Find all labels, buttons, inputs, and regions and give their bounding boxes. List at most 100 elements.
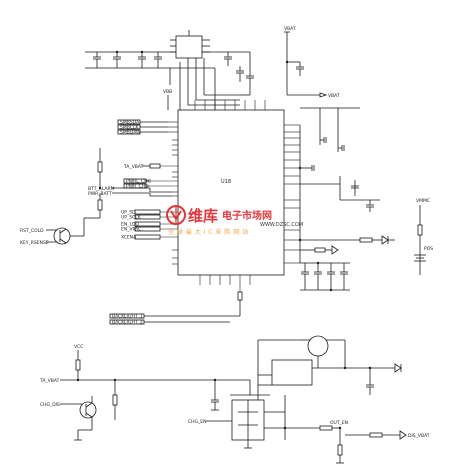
capacitor — [113, 52, 121, 68]
backlight-1-label: BACKLIGHT_1 — [112, 314, 143, 320]
resistor — [314, 247, 326, 253]
ta-vbat-label: TA_VBAT — [123, 164, 144, 170]
capacitor — [366, 384, 374, 395]
top-capacitor-cluster — [85, 30, 254, 110]
vbb-supply: VBB — [163, 89, 172, 110]
smbdata-label: SMBSDA — [120, 120, 140, 126]
resistor — [97, 199, 103, 211]
capacitor — [320, 137, 327, 143]
main-ic-box — [177, 109, 285, 276]
capacitor — [338, 145, 345, 151]
bottom-charger: CHG_EN — [188, 395, 286, 449]
backlight-2-label: BACKLIGHT_2 — [112, 320, 143, 326]
resistor — [337, 444, 343, 456]
net-flag — [134, 214, 161, 220]
watermark-url: WWW.DZSC.COM — [260, 222, 303, 228]
regulator-ic-top — [175, 35, 203, 59]
batt-alarm-label: BTT_ALARM — [88, 186, 115, 192]
main-ic-left-pins — [150, 121, 178, 265]
main-ic-ref: U18 — [221, 179, 231, 185]
en-vpac-label: EN_VPAC — [121, 227, 141, 233]
capacitor — [246, 52, 254, 95]
smbclk-label: SMBCLK — [120, 125, 139, 131]
resistor — [149, 163, 161, 169]
main-ic-top-pins — [194, 100, 266, 110]
resistor — [112, 394, 118, 406]
charger-ic — [271, 359, 313, 386]
capacitor — [236, 66, 244, 82]
en-ldo-label: EN_LDO — [121, 222, 139, 228]
watermark-tagline: 全 球 最 大 I C 采 购 网 站 — [168, 228, 249, 236]
key-rsense-label: KEY_RSENSE — [20, 240, 49, 246]
capacitor — [296, 62, 304, 76]
junction-dots — [76, 50, 372, 430]
bottom-mid-caps — [211, 380, 270, 411]
chg-en-label: CHG_EN — [188, 419, 206, 425]
capacitor — [154, 52, 162, 68]
diode — [381, 235, 389, 245]
main-ic-bottom-pins — [199, 275, 251, 300]
vbb-label: VBB — [163, 89, 172, 95]
rst-cold-label: RST_COLD — [20, 228, 44, 234]
net-flag — [134, 226, 161, 232]
capacitor — [314, 263, 322, 290]
vbat-arrow-label: VBAT — [328, 93, 340, 99]
vmmc-label: VMMC — [416, 198, 430, 204]
up-sd-label: UP_SD — [121, 210, 136, 216]
right-output-network: VMMC POS — [299, 107, 433, 291]
capacitor — [224, 52, 232, 66]
resistor — [97, 161, 103, 173]
capacitor — [93, 52, 101, 68]
resistor — [75, 359, 81, 371]
net-flag — [134, 234, 161, 240]
chg-dis-label: CHG_DIS — [40, 402, 60, 408]
capacitor — [366, 200, 374, 212]
ta-vbat-bottom-label: TA_VBAT — [39, 378, 60, 384]
arrow — [399, 430, 407, 440]
net-flag — [117, 119, 141, 125]
resistor — [359, 237, 373, 243]
capacitor — [211, 399, 219, 410]
transistor-chg — [79, 401, 97, 419]
vbat-label-top: VBAT — [284, 26, 296, 32]
capacitor — [138, 52, 146, 68]
main-ic-left-signals: SMBSDA SMBCLK SMBDAW TA_VBAT PWRL_CHG PW… — [88, 120, 172, 241]
main-ic-right-pins — [284, 124, 300, 264]
smbdaw-label: SMBDAW — [120, 130, 141, 136]
capacitor — [311, 165, 315, 171]
capacitor — [340, 263, 348, 290]
xcenab-label: XCENA — [121, 235, 137, 241]
pwr-chg-label: PWR_CHG — [126, 184, 149, 190]
capacitor — [327, 263, 335, 290]
capacitor — [351, 180, 359, 196]
watermark: 维库 电子市场网 全 球 最 大 I C 采 购 网 站 WWW.DZSC.CO… — [166, 205, 303, 236]
resistor — [417, 224, 423, 236]
up-sclk-label: UP_SCLK — [121, 215, 142, 221]
left-pullup-chain — [97, 148, 103, 218]
rst-transistor-section: RST_COLD KEY_RSENSE — [20, 217, 100, 246]
watermark-brand-left: 维库 — [188, 207, 218, 225]
pwrl-chg-label: PWRL_CHG — [126, 179, 152, 185]
net-flag — [134, 221, 161, 227]
net-flag — [117, 124, 141, 130]
resistor — [319, 425, 333, 431]
transistor-rst — [53, 227, 71, 245]
net-flag — [117, 129, 141, 135]
resistor — [369, 432, 383, 438]
backlight-signals: BACKLIGHT_1 BACKLIGHT_2 — [109, 291, 243, 326]
transistor-pmos — [307, 335, 329, 357]
diode — [331, 245, 339, 255]
battery — [414, 254, 426, 262]
dis-vbat-label: DIS_VBAT — [408, 433, 430, 439]
out-en-label: OUT_EN — [330, 420, 348, 426]
power-switch-block — [257, 335, 402, 405]
bottom-right-outputs: OUT_EN DIS_VBAT — [285, 420, 430, 464]
vbat-rail-top: VBAT VBAT — [284, 26, 340, 99]
pos-label: POS — [424, 246, 433, 252]
watermark-logo-icon — [166, 205, 186, 225]
arrow — [394, 363, 402, 373]
watermark-brand-right: 电子市场网 — [222, 209, 272, 222]
resistor — [237, 291, 243, 301]
vcc-label: VCC — [74, 344, 83, 350]
